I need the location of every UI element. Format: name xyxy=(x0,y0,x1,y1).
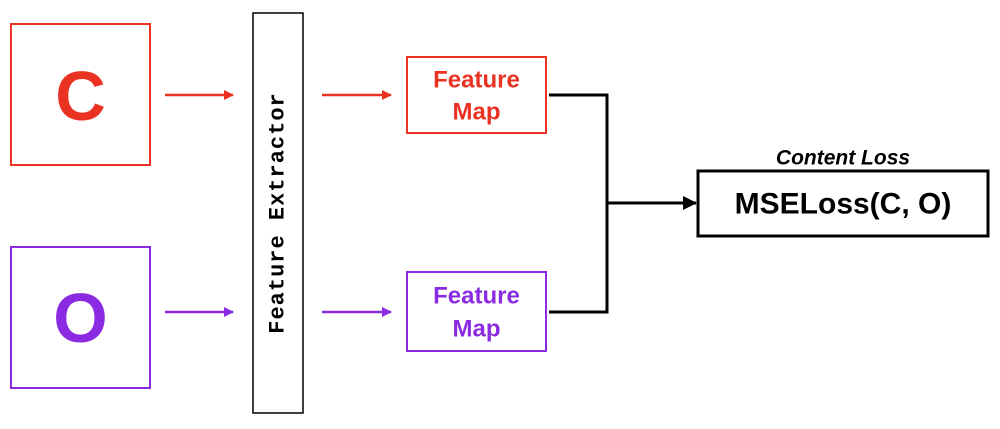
content-feature-map-line2: Map xyxy=(453,99,501,126)
output-feature-map-line1: Feature xyxy=(433,283,520,310)
output-input-node: O xyxy=(10,246,151,389)
content-loss-node: MSELoss(C, O) xyxy=(696,169,990,238)
content-input-letter: C xyxy=(55,57,106,135)
feature-extractor-node: Feature Extractor xyxy=(252,12,304,414)
content-input-box xyxy=(10,23,151,166)
output-input-letter: O xyxy=(53,279,107,357)
output-input-box xyxy=(10,246,151,389)
content-feature-map-node: Feature Map xyxy=(406,56,547,134)
content-loss-title: Content Loss xyxy=(776,147,910,170)
content-feature-map-box xyxy=(406,56,547,134)
content-feature-map-line1: Feature xyxy=(433,67,520,94)
feature-extractor-box xyxy=(252,12,304,414)
content-loss-box xyxy=(696,169,990,238)
content-loss-formula: MSELoss(C, O) xyxy=(735,188,952,221)
feature-map-merge-connector xyxy=(549,93,609,314)
output-feature-map-box xyxy=(406,271,547,352)
output-feature-map-node: Feature Map xyxy=(406,271,547,352)
feature-extractor-label: Feature Extractor xyxy=(266,92,291,333)
content-input-node: C xyxy=(10,23,151,166)
output-feature-map-line2: Map xyxy=(453,316,501,343)
